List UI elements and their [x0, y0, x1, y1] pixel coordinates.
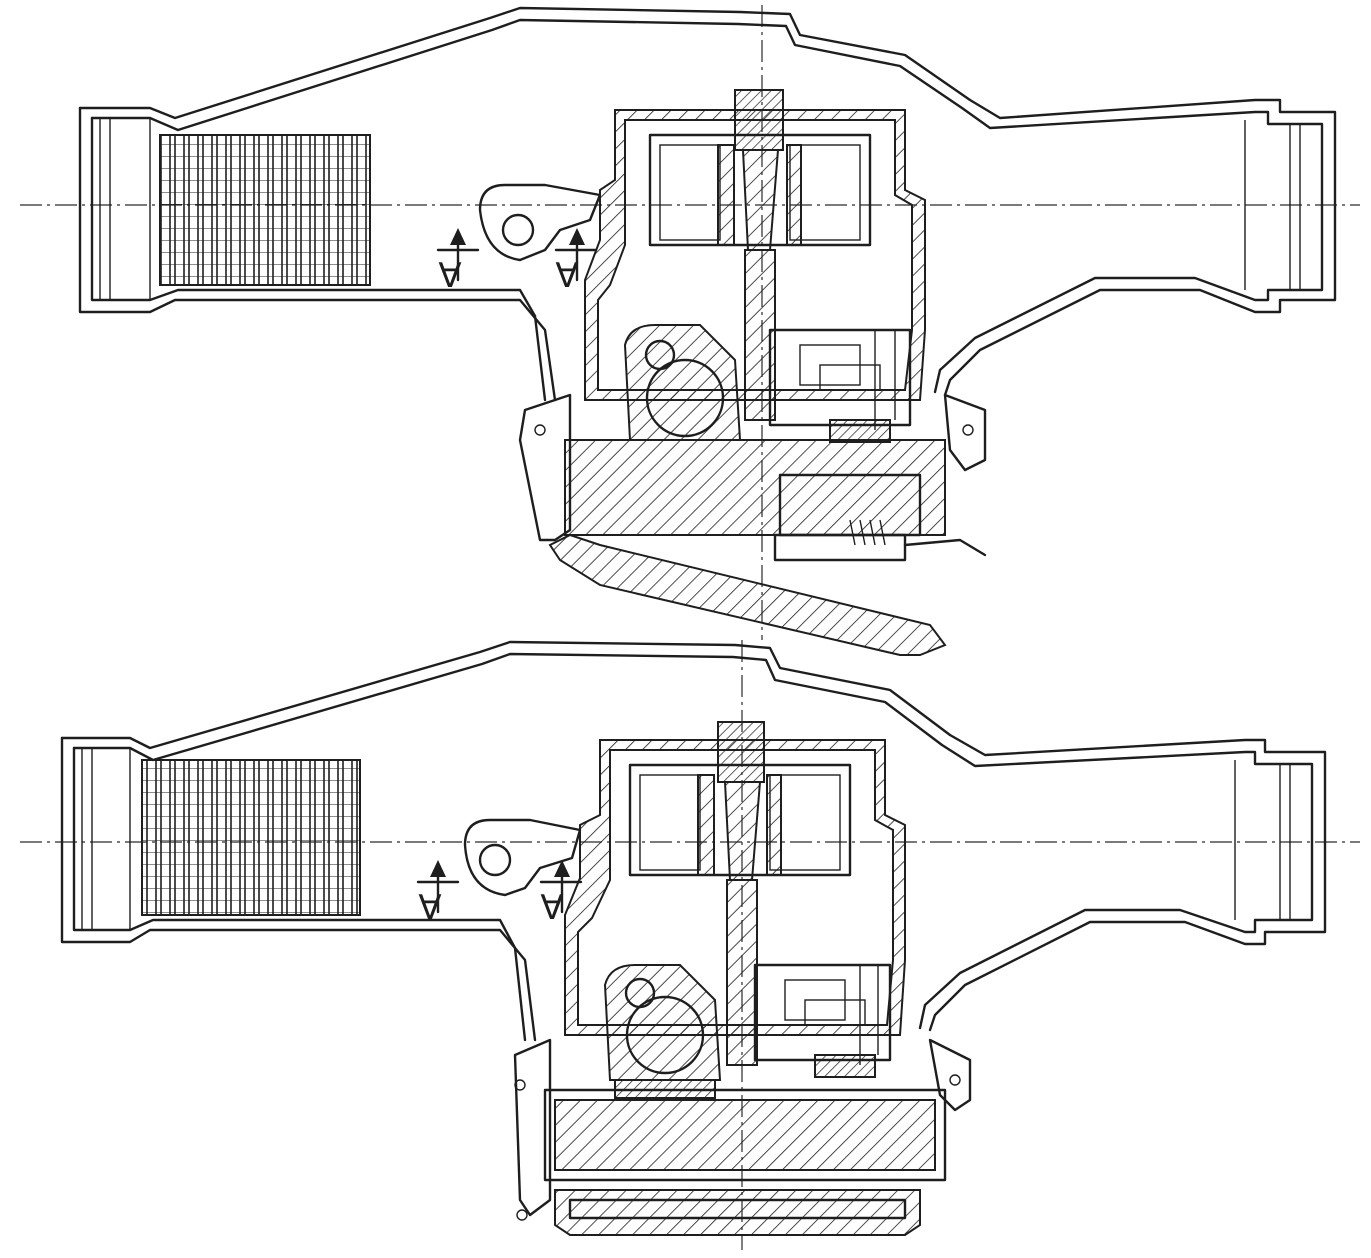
section-marker-left: A — [436, 228, 480, 293]
meter-body-outline — [78, 6, 1337, 397]
section-marker-left: A — [416, 860, 460, 925]
top-view: A A — [20, 5, 1360, 656]
central-spindle — [717, 721, 765, 783]
base-plate — [554, 1099, 936, 1171]
lid-screw — [514, 1079, 526, 1091]
section-label-a: A — [418, 885, 441, 925]
section-marker-right: A — [539, 860, 583, 925]
section-label-a: A — [555, 253, 578, 293]
meter-body-outline — [60, 640, 1327, 1032]
pivot-pin — [478, 843, 512, 877]
base-plate — [564, 439, 946, 536]
lid-screw — [516, 1209, 528, 1221]
impeller — [645, 358, 725, 438]
inlet-strainer — [141, 759, 361, 916]
central-spindle — [734, 89, 784, 151]
pivot-pin — [501, 213, 535, 247]
section-label-a: A — [438, 253, 461, 293]
meter-lid-closed — [554, 1189, 921, 1236]
meter-lid-open — [548, 533, 947, 656]
bottom-view: A A — [20, 640, 1360, 1250]
section-marker-right: A — [554, 228, 598, 293]
inlet-strainer — [159, 134, 371, 286]
impeller — [625, 995, 705, 1075]
section-label-a: A — [540, 885, 563, 925]
